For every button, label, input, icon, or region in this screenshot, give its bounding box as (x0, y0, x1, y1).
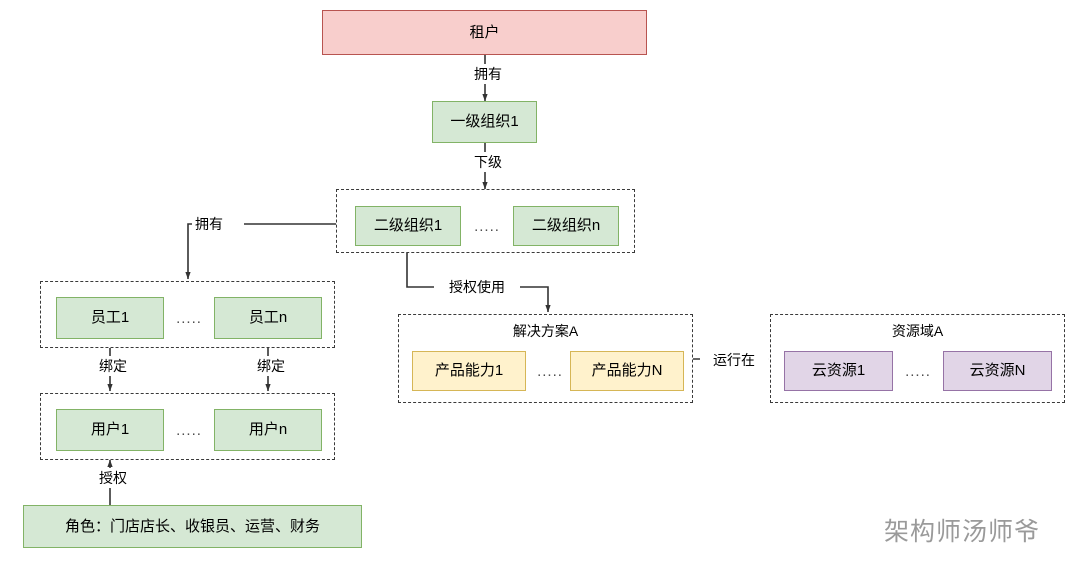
watermark-text: 架构师汤师爷 (884, 517, 1041, 546)
edge-label-org1-to-org2-text: 下级 (474, 154, 502, 170)
node-org-level2-first[interactable]: 二级组织1 (355, 206, 461, 246)
node-org-level1-label: 一级组织1 (450, 113, 519, 130)
node-role[interactable]: 角色：门店店长、收银员、运营、财务 (23, 505, 362, 548)
edge-label-solution-to-resource: 运行在 (700, 350, 768, 370)
edge-label-role-to-user-text: 授权 (99, 470, 127, 486)
edge-label-employee-to-user-right-text: 绑定 (257, 358, 285, 374)
ellipsis-cloud-resource: ..... (893, 351, 943, 391)
ellipsis-capability-text: ..... (537, 362, 563, 380)
node-tenant[interactable]: 租户 (322, 10, 647, 55)
edge-label-tenant-to-org1: 拥有 (455, 64, 521, 84)
ellipsis-user: ..... (164, 409, 214, 451)
group-solution-title: 解决方案A (512, 323, 579, 339)
node-employee-first-label: 员工1 (90, 309, 130, 326)
edge-label-org2-to-employee: 拥有 (192, 214, 244, 234)
node-employee-last[interactable]: 员工n (214, 297, 322, 339)
ellipsis-user-text: ..... (176, 421, 202, 439)
edge-label-org2-to-employee-text: 拥有 (195, 216, 223, 232)
node-cloud-resource-last-label: 云资源N (969, 362, 1026, 379)
node-capability-first[interactable]: 产品能力1 (412, 351, 526, 391)
edge-label-tenant-to-org1-text: 拥有 (474, 66, 502, 82)
group-solution: 解决方案A (398, 314, 693, 403)
node-org-level2-last-label: 二级组织n (531, 217, 601, 234)
node-cloud-resource-last[interactable]: 云资源N (943, 351, 1052, 391)
node-employee-last-label: 员工n (248, 309, 288, 326)
ellipsis-org-level2: ..... (461, 206, 513, 246)
ellipsis-capability: ..... (526, 351, 574, 391)
node-capability-last-label: 产品能力N (591, 362, 663, 379)
group-user (40, 393, 335, 460)
node-org-level1[interactable]: 一级组织1 (432, 101, 537, 143)
node-user-last-label: 用户n (248, 421, 288, 438)
edge-label-org2-to-solution: 授权使用 (434, 277, 520, 297)
node-employee-first[interactable]: 员工1 (56, 297, 164, 339)
node-user-first[interactable]: 用户1 (56, 409, 164, 451)
ellipsis-employee-text: ..... (176, 309, 202, 327)
edge-label-role-to-user: 授权 (82, 468, 144, 488)
node-tenant-label: 租户 (469, 23, 500, 41)
node-role-label: 角色：门店店长、收银员、运营、财务 (64, 517, 320, 535)
node-user-last[interactable]: 用户n (214, 409, 322, 451)
group-resource-domain-title: 资源域A (891, 323, 944, 339)
edge-label-employee-to-user-left: 绑定 (82, 356, 144, 376)
node-cloud-resource-first[interactable]: 云资源1 (784, 351, 893, 391)
edge-label-employee-to-user-left-text: 绑定 (99, 358, 127, 374)
watermark: 架构师汤师爷 (884, 512, 1040, 548)
ellipsis-org-level2-text: ..... (474, 217, 500, 235)
node-org-level2-last[interactable]: 二级组织n (513, 206, 619, 246)
edge-label-employee-to-user-right: 绑定 (240, 356, 302, 376)
node-capability-first-label: 产品能力1 (434, 362, 504, 379)
ellipsis-employee: ..... (164, 297, 214, 339)
group-employee (40, 281, 335, 348)
node-user-first-label: 用户1 (90, 421, 130, 438)
group-org-level2 (336, 189, 635, 253)
ellipsis-cloud-resource-text: ..... (905, 362, 931, 380)
group-resource-domain: 资源域A (770, 314, 1065, 403)
node-org-level2-first-label: 二级组织1 (373, 217, 443, 234)
edge-label-org2-to-solution-text: 授权使用 (449, 279, 505, 295)
edge-label-solution-to-resource-text: 运行在 (713, 352, 755, 368)
node-cloud-resource-first-label: 云资源1 (811, 362, 866, 379)
edge-label-org1-to-org2: 下级 (455, 152, 521, 172)
node-capability-last[interactable]: 产品能力N (570, 351, 684, 391)
